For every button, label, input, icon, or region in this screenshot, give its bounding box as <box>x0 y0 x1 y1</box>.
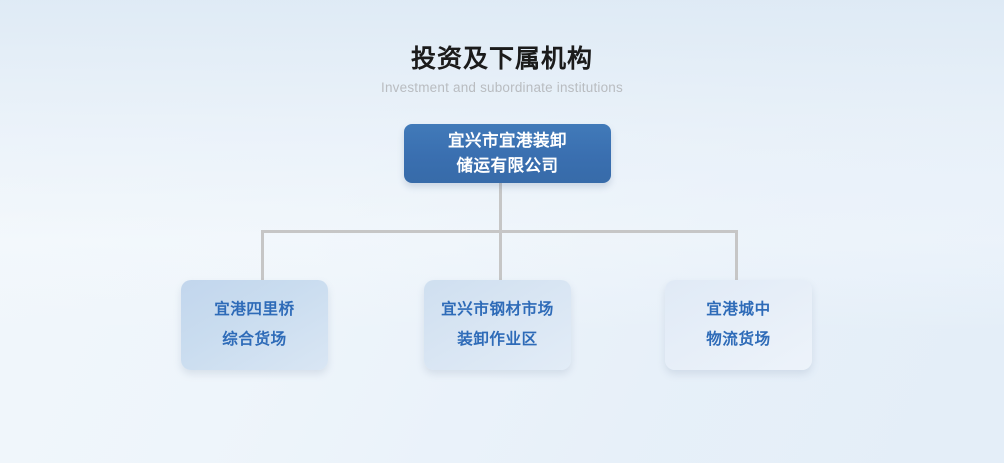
org-node-child-2[interactable]: 宜兴市钢材市场 装卸作业区 <box>424 280 571 370</box>
org-node-child-1-label: 宜港四里桥 综合货场 <box>214 301 295 348</box>
org-node-child-2-label: 宜兴市钢材市场 装卸作业区 <box>441 301 554 348</box>
page-title: 投资及下属机构 <box>410 45 593 73</box>
org-node-child-3[interactable]: 宜港城中 物流货场 <box>665 280 812 370</box>
org-node-child-1[interactable]: 宜港四里桥 综合货场 <box>181 280 328 370</box>
org-node-root-label: 宜兴市宜港装卸 储运有限公司 <box>448 131 567 175</box>
org-node-root[interactable]: 宜兴市宜港装卸 储运有限公司 <box>404 124 611 183</box>
page-header: 投资及下属机构 Investment and subordinate insti… <box>0 44 1004 96</box>
page-subtitle: Investment and subordinate institutions <box>381 80 623 95</box>
org-node-child-3-label: 宜港城中 物流货场 <box>706 301 771 348</box>
